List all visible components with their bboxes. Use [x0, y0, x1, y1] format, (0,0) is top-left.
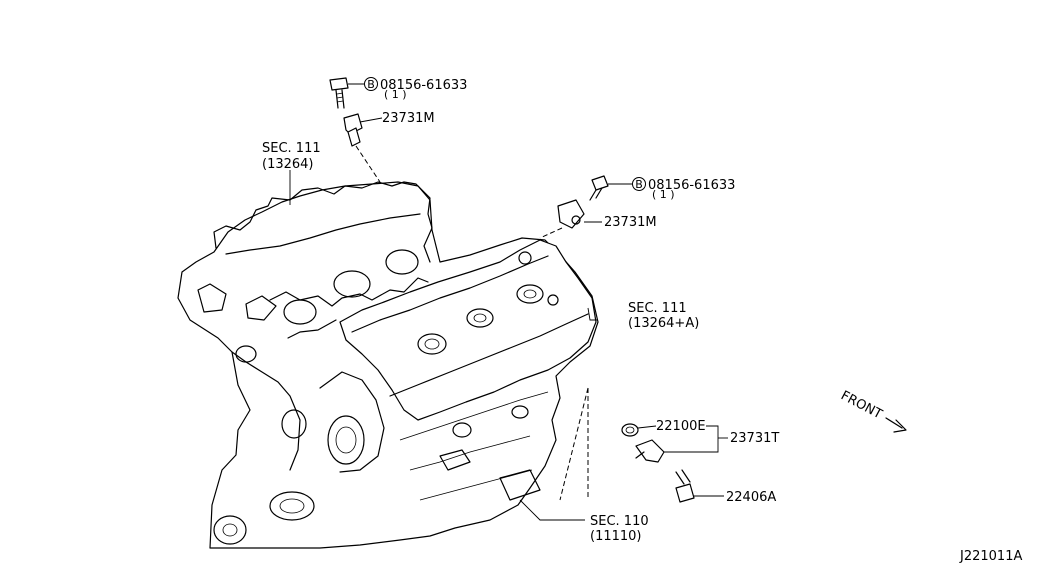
sec110-ref: (11110): [590, 529, 642, 544]
lower-bolt-part[interactable]: [675, 469, 695, 503]
oring-label: 22100E: [656, 419, 706, 434]
engine-block-illustration: [177, 181, 599, 549]
oring-part[interactable]: [621, 423, 639, 437]
bolt-mid-code-label: 08156-61633: [648, 178, 735, 193]
leader-lines: [289, 83, 728, 521]
front-label: FRONT: [838, 388, 884, 422]
bolt-marker-mid: B: [632, 177, 646, 191]
sensor-top-label: 23731M: [382, 111, 435, 126]
front-direction-indicator: FRONT: [838, 388, 907, 433]
top-bolt-part[interactable]: [329, 77, 349, 109]
bolt-lower-label: 22406A: [726, 490, 776, 505]
sec111-right-title: SEC. 111: [628, 301, 687, 316]
front-arrow-icon: [885, 417, 907, 433]
bolt-top-qty-label: ( 1 ): [384, 88, 407, 101]
svg-text:B: B: [367, 78, 375, 91]
mid-bolt-part[interactable]: [589, 175, 609, 201]
sensor-assembly-label: 23731T: [730, 431, 779, 446]
assembly-axis-line-2: [559, 387, 589, 501]
bolt-top-code-label: 08156-61633: [380, 78, 467, 93]
sec110-title: SEC. 110: [590, 514, 649, 529]
svg-text:B: B: [635, 178, 643, 191]
crank-sensor-part[interactable]: [635, 439, 665, 463]
bolt-marker-top: B: [364, 77, 378, 91]
sec111-right-ref: (13264+A): [628, 316, 699, 331]
top-cam-sensor-part[interactable]: [343, 113, 381, 183]
sec111-left-ref: (13264): [262, 157, 314, 172]
mid-cam-sensor-part[interactable]: [539, 199, 585, 239]
sec111-left-title: SEC. 111: [262, 141, 321, 156]
bolt-mid-qty-label: ( 1 ): [652, 188, 675, 201]
diagram-id: J221011A: [959, 549, 1022, 564]
sensor-mid-label: 23731M: [604, 215, 657, 230]
